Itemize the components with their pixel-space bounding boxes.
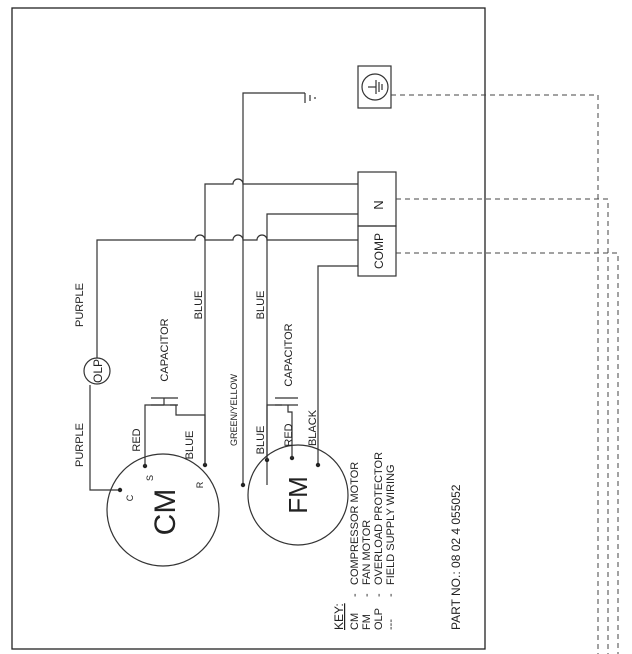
key-meaning-cm: COMPRESSOR MOTOR — [349, 462, 361, 585]
fm-label: FM — [283, 476, 313, 514]
fan-capacitor — [275, 397, 298, 406]
olp-label: OLP — [91, 359, 105, 383]
key-sep-olp: - — [373, 593, 385, 597]
terminal-comp — [357, 225, 397, 277]
wire-purple-supply — [96, 234, 358, 358]
label-blue-cm-supply: BLUE — [193, 291, 205, 320]
key-code-olp: OLP — [373, 608, 385, 630]
cm-terminal-s: S — [145, 475, 155, 481]
compressor-capacitor — [151, 397, 178, 406]
key-code-fm: FM — [361, 614, 373, 630]
wire-red-fm — [287, 405, 293, 458]
label-blue-fm-supply: BLUE — [255, 291, 267, 320]
ground-symbol — [304, 93, 316, 103]
field-wire-n — [396, 198, 609, 654]
terminal-n-label: N — [371, 200, 386, 209]
key-meaning-olp: OVERLOAD PROTECTOR — [373, 452, 385, 585]
label-red-fm: RED — [283, 423, 295, 446]
earth-terminal — [357, 65, 392, 109]
fan-motor: FM — [240, 444, 349, 546]
terminal-comp-label: COMP — [372, 233, 386, 269]
key-legend: KEY: CM - COMPRESSOR MOTOR FM - FAN MOTO… — [332, 452, 397, 630]
wire-blue-fm — [266, 404, 282, 460]
key-sep-cm: - — [349, 593, 361, 597]
field-wire-earth — [391, 94, 599, 654]
label-black-fm: BLACK — [307, 409, 319, 446]
terminal-block: N COMP — [357, 171, 397, 277]
key-code-cm: CM — [349, 613, 361, 630]
wire-red-cm — [144, 404, 164, 466]
cm-label: CM — [149, 489, 182, 536]
compressor-motor: CM C S R — [106, 453, 220, 567]
wire-green-yellow — [242, 92, 305, 485]
key-sep-fm: - — [361, 593, 373, 597]
label-blue-fm: BLUE — [255, 426, 267, 455]
terminal-n — [357, 171, 397, 227]
cm-terminal-c: C — [125, 494, 135, 501]
wire-black-fm — [317, 265, 358, 465]
cm-terminal-r: R — [195, 481, 205, 488]
wire-purple-cm — [89, 385, 120, 491]
label-capacitor-fm: CAPACITOR — [283, 323, 295, 386]
field-wire-comp — [396, 252, 619, 654]
label-blue-cm: BLUE — [184, 431, 196, 460]
label-red-cm: RED — [131, 428, 143, 451]
key-meaning-fm: FAN MOTOR — [361, 520, 373, 585]
key-code-field: --- — [385, 619, 397, 630]
label-purple-left: PURPLE — [74, 423, 86, 467]
part-number: PART NO.: 08 02 4 055052 — [449, 484, 463, 630]
label-purple-right: PURPLE — [74, 283, 86, 327]
key-title: KEY: — [332, 603, 346, 630]
diagram-frame — [11, 7, 486, 650]
label-capacitor-cm: CAPACITOR — [159, 318, 171, 381]
key-meaning-field: FIELD SUPPLY WIRING — [385, 464, 397, 585]
overload-protector: OLP — [83, 357, 111, 385]
label-green-yellow: GREEN/YELLOW — [229, 373, 239, 446]
key-sep-field: - — [385, 593, 397, 597]
wire-blue-fm-supply — [266, 213, 358, 485]
wire-blue-cm-supply — [204, 178, 358, 465]
